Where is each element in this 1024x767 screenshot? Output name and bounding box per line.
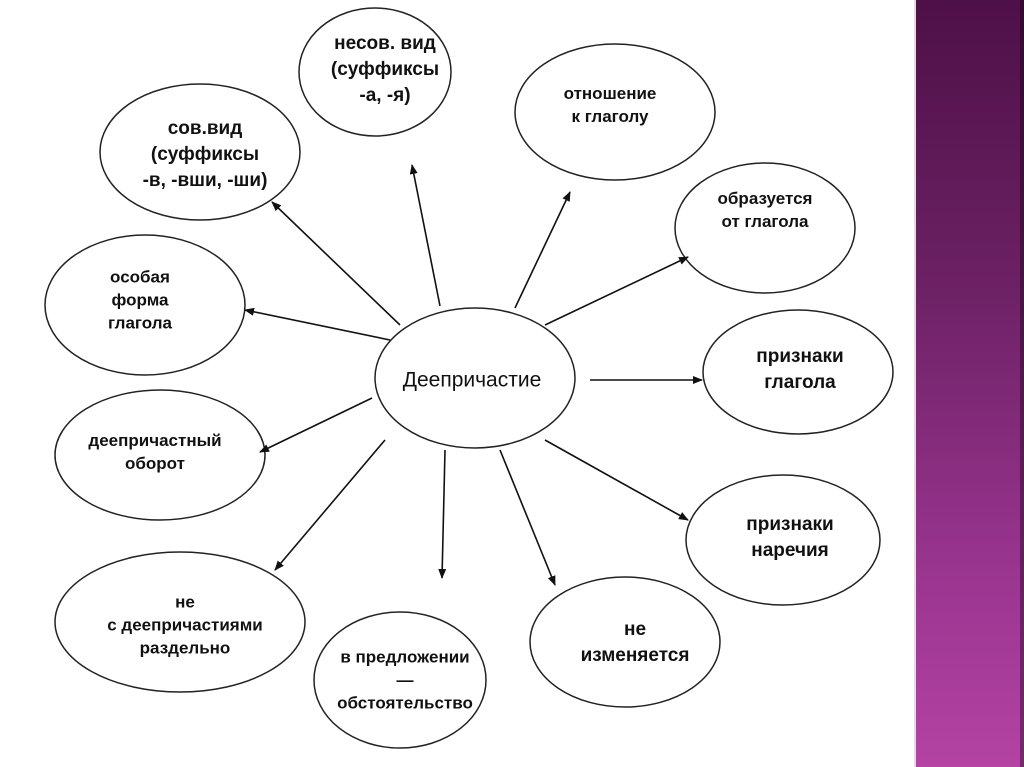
node-line: к глаголу — [571, 107, 649, 126]
ellipse-priznaki-glagola — [702, 309, 894, 435]
node-nesov-vid: несов. вид (суффиксы -а, -я) — [331, 31, 439, 109]
node-osobaya-forma: особая форма глагола — [108, 266, 172, 335]
arrow-oborot — [259, 397, 373, 453]
node-line: -в, -вши, -ши) — [142, 170, 268, 191]
node-priznaki-narechiya: признаки наречия — [746, 512, 833, 564]
node-obrazuetsya: образуется от глагола — [718, 187, 813, 233]
ellipse-priznaki-narechiya — [685, 474, 881, 606]
node-v-predlozhenii: в предложении — обстоятельство — [337, 646, 473, 715]
node-line: особая — [110, 267, 170, 287]
arrow-sov-vid — [271, 201, 401, 326]
node-line: глагола — [108, 313, 172, 333]
arrow-osobaya-forma — [244, 307, 391, 341]
arrow-v-predlozhenii — [438, 449, 447, 579]
node-line: от глагола — [721, 212, 809, 231]
ellipse-nesov-vid — [298, 7, 452, 137]
node-line: деепричастный — [88, 431, 222, 450]
node-ne-izmenyaetsya: не изменяется — [581, 617, 690, 669]
node-oborot: деепричастный оборот — [88, 429, 221, 475]
ellipse-v-predlozhenii — [313, 611, 487, 749]
ellipse-oborot — [54, 389, 266, 521]
node-line: образуется — [717, 189, 813, 208]
arrow-otnoshenie — [514, 191, 571, 309]
diagram-canvas — [44, 7, 894, 749]
arrow-ne-izmenyaetsya — [499, 449, 556, 586]
node-line: наречия — [751, 540, 829, 561]
node-line: — — [396, 670, 414, 690]
node-sov-vid: сов.вид (суффиксы -в, -вши, -ши) — [143, 116, 268, 194]
node-line: не — [175, 592, 195, 612]
center-label: Деепричастие — [402, 368, 542, 392]
arrow-obrazuetsya — [544, 256, 689, 326]
node-line: (суффиксы — [150, 144, 260, 165]
node-line: отношение — [563, 84, 657, 103]
ellipse-osobaya-forma — [44, 234, 246, 376]
node-line: сов.вид — [167, 118, 243, 139]
node-line: изменяется — [580, 645, 690, 666]
arrow-ne-razdelno — [274, 439, 386, 571]
node-line: (суффиксы — [330, 59, 440, 80]
arrow-nesov-vid — [409, 164, 441, 307]
node-line: в предложении — [340, 647, 470, 667]
node-line: обстоятельство — [337, 693, 473, 713]
ellipse-otnoshenie — [514, 43, 716, 181]
ellipse-sov-vid — [99, 83, 301, 221]
node-line: признаки — [746, 514, 834, 535]
ellipse-ne-izmenyaetsya — [529, 576, 721, 708]
node-line: оборот — [125, 454, 185, 473]
arrow-priznaki-narechiya — [544, 439, 689, 521]
decorative-side-stripe — [914, 0, 1024, 767]
node-line: -а, -я) — [359, 85, 411, 106]
node-otnoshenie: отношение к глаголу — [564, 82, 657, 128]
node-ne-razdelno: не с деепричастиями раздельно — [107, 591, 262, 660]
node-priznaki-glagola: признаки глагола — [756, 344, 843, 396]
node-line: признаки — [756, 346, 844, 367]
center-ellipse — [374, 307, 576, 449]
node-line: несов. вид — [334, 33, 436, 54]
node-line: форма — [111, 290, 169, 310]
node-line: раздельно — [139, 638, 231, 658]
ellipse-obrazuetsya — [674, 162, 856, 294]
node-line: не — [623, 619, 647, 640]
node-line: с деепричастиями — [107, 615, 263, 635]
ellipse-ne-razdelno — [54, 551, 306, 693]
node-line: глагола — [764, 372, 836, 393]
